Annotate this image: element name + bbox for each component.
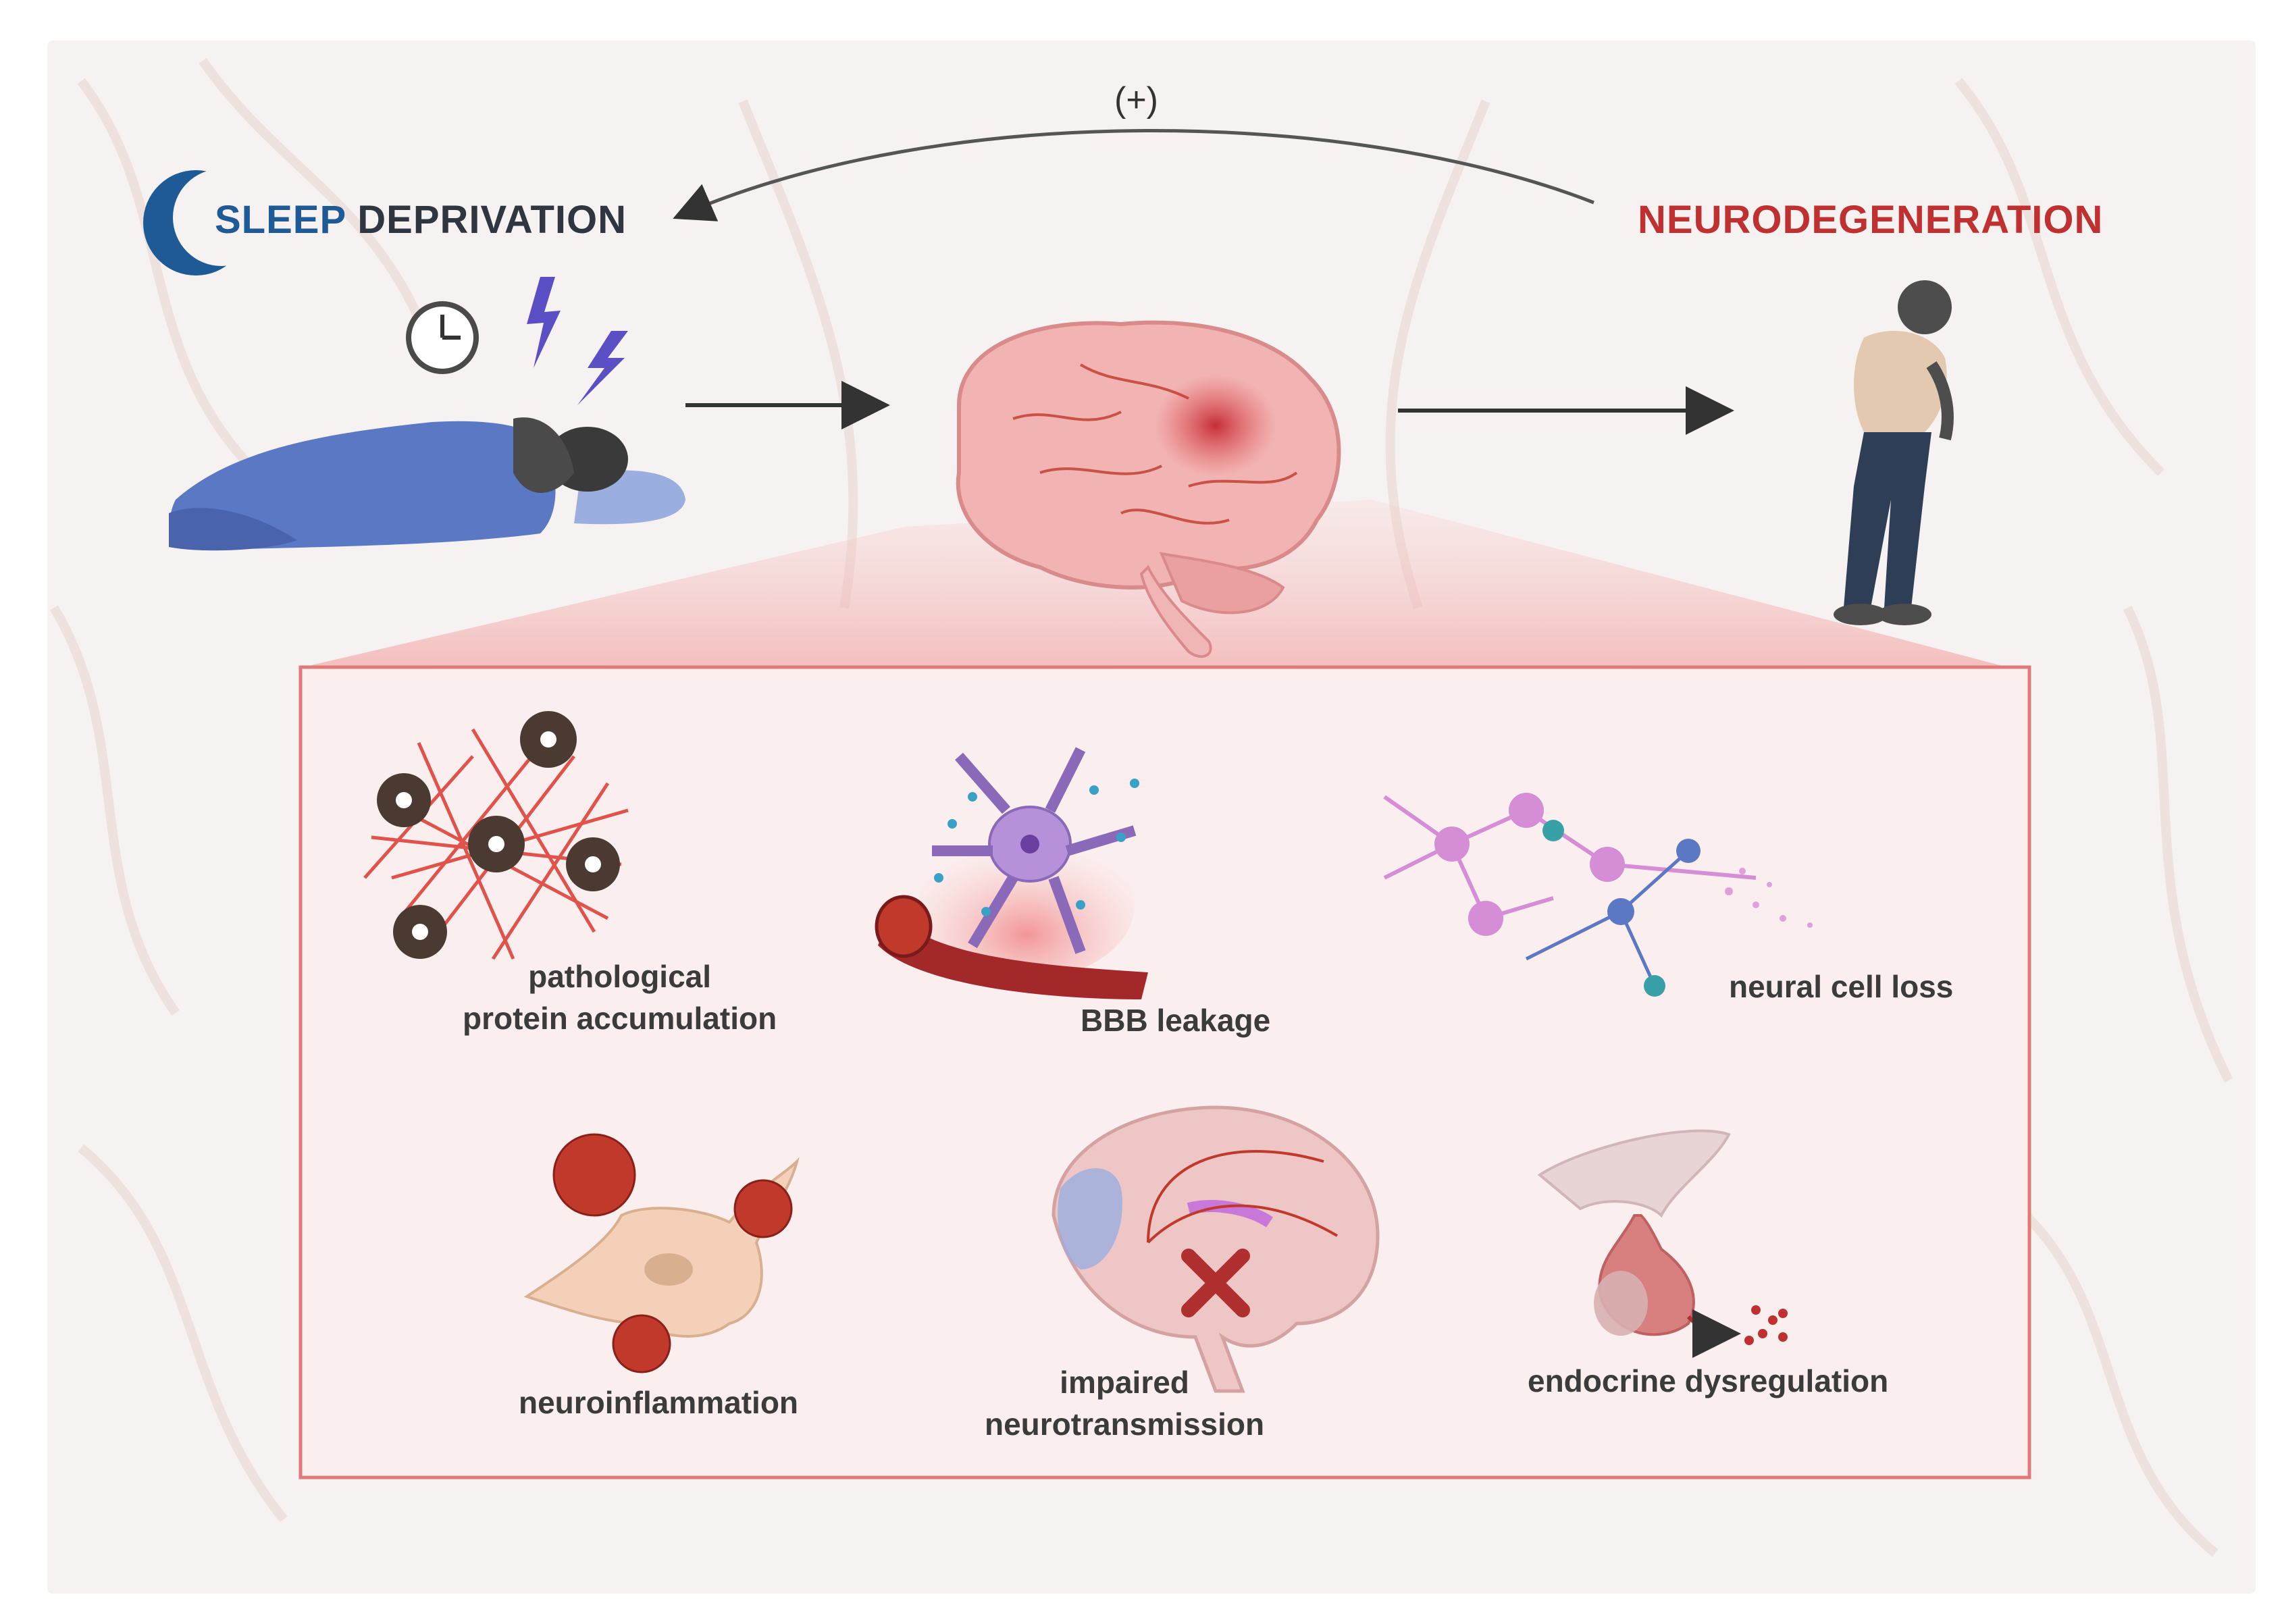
endocrine-dysregulation-label: endocrine dysregulation	[1528, 1363, 1889, 1398]
neurons-icon	[1383, 793, 1813, 997]
mechanisms-panel	[299, 665, 2031, 1479]
protein-accumulation-label: pathological protein accumulation	[463, 955, 777, 1039]
neuroinflammation-label: neuroinflammation	[519, 1385, 799, 1420]
neurotrans-label-line1: impaired	[1060, 1365, 1189, 1400]
elderly-person-icon	[1834, 280, 1954, 625]
neural-cell-loss-label: neural cell loss	[1729, 969, 1954, 1004]
lightning-icon	[527, 277, 628, 405]
deprivation-word: DEPRIVATION	[357, 198, 627, 242]
amyloid-plaque-icon	[363, 711, 629, 960]
feedback-arrow	[673, 129, 1594, 221]
neurodegeneration-title: NEURODEGENERATION	[1638, 198, 2104, 242]
brain-sagittal-icon	[1052, 1105, 1380, 1393]
protein-label-line1: pathological	[528, 959, 712, 994]
bbb-leakage-label: BBB leakage	[1081, 1003, 1271, 1038]
clock-icon	[406, 301, 479, 374]
moon-icon	[143, 169, 270, 276]
pituitary-icon	[1537, 1129, 1788, 1358]
background-branches	[49, 57, 2233, 1557]
protein-label-line2: protein accumulation	[463, 1001, 777, 1036]
brain-icon	[956, 320, 1341, 658]
sleep-word: SLEEP	[215, 198, 346, 242]
feedback-label: (+)	[1114, 80, 1158, 120]
blood-vessel-icon	[875, 747, 1148, 999]
neurotrans-label-line2: neurotransmission	[985, 1407, 1265, 1442]
neurotransmission-label: impaired neurotransmission	[985, 1361, 1264, 1445]
sleeping-person-icon	[169, 417, 685, 551]
sleep-deprivation-title: SLEEP DEPRIVATION	[215, 197, 627, 242]
microglia-icon	[523, 1133, 800, 1373]
